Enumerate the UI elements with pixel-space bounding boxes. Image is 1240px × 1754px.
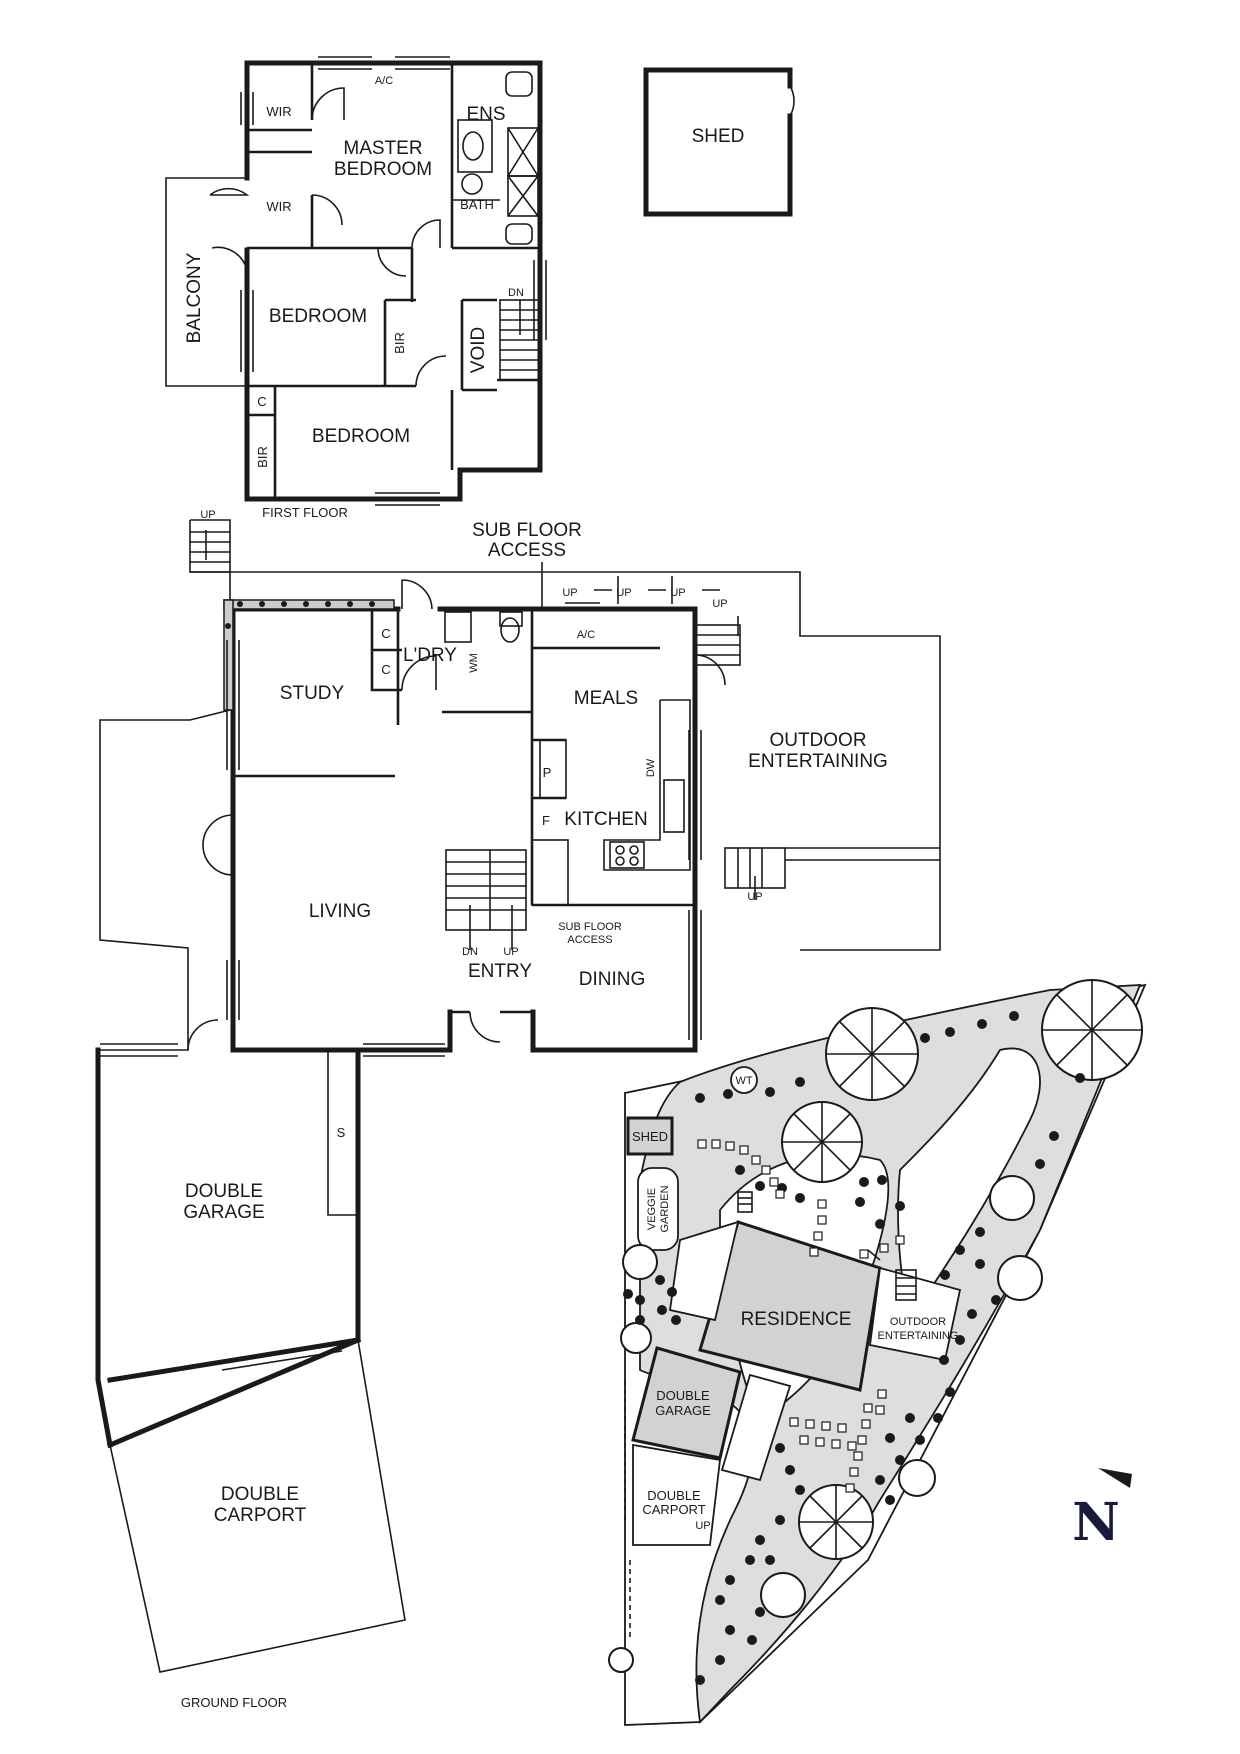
sub-floor-access-small-label-2: ACCESS [567,934,612,946]
kitchen-label: KITCHEN [564,809,647,830]
wir-label-1: WIR [266,104,291,119]
master-bedroom-label-1: MASTER [343,138,422,159]
north-pointer-icon [1098,1468,1132,1488]
site-outdoor-entertaining-label-1: OUTDOOR [890,1316,946,1328]
site-double-garage-label-2: GARAGE [655,1403,711,1418]
bir-label-2: BIR [255,446,270,468]
pantry-label: P [543,765,552,780]
master-bedroom-label-2: BEDROOM [334,159,432,180]
veggie-garden-label-2: GARDEN [659,1185,671,1232]
north-label: N [1072,1492,1120,1553]
ac-label-ground: A/C [577,629,595,641]
double-garage-label-1: DOUBLE [185,1181,263,1202]
dining-label: DINING [579,969,646,990]
meals-label: MEALS [574,688,638,709]
residence-label: RESIDENCE [741,1309,852,1330]
sub-floor-access-label-2: ACCESS [488,540,566,561]
dn-label-stair: DN [462,946,478,958]
shed-label-top: SHED [692,126,745,147]
balcony-label: BALCONY [184,252,205,343]
void-label: VOID [468,327,489,373]
bir-label-1: BIR [392,332,407,354]
up-label-stair: UP [503,946,518,958]
washing-machine-label: WM [468,653,480,673]
cupboard-label-1: C [381,626,390,641]
bedroom-label-1: BEDROOM [269,306,367,327]
bedroom-label-2: BEDROOM [312,426,410,447]
site-outdoor-entertaining-label-2: ENTERTAINING [878,1330,959,1342]
outdoor-entertaining-label-2: ENTERTAINING [748,751,888,772]
up-label-4: UP [712,598,727,610]
up-label-deck: UP [200,509,215,521]
ac-label-first: A/C [375,75,393,87]
storage-label: S [337,1125,346,1140]
shed-outbuilding: SHED [643,67,795,217]
north-arrow: N [1072,1468,1132,1553]
double-carport-label-1: DOUBLE [221,1484,299,1505]
site-up-label: UP [695,1520,710,1532]
site-double-carport-label-1: DOUBLE [647,1488,701,1503]
up-label-2: UP [616,587,631,599]
up-label-1: UP [562,587,577,599]
water-tank-label: WT [735,1075,752,1087]
entry-label: ENTRY [468,961,532,982]
dishwasher-label: DW [645,758,657,777]
wir-label-2: WIR [266,199,291,214]
up-label-outdoor: UP [747,891,762,903]
first-floor-plan: A/C WIR WIR MASTER BEDROOM ENS BATH BALC… [165,56,547,520]
living-label: LIVING [309,901,371,922]
study-label: STUDY [280,683,345,704]
outdoor-entertaining-label-1: OUTDOOR [769,730,866,751]
ensuite-label: ENS [466,104,505,125]
dn-label-first: DN [508,287,524,299]
ground-floor-caption: GROUND FLOOR [181,1695,287,1710]
fridge-label: F [542,813,550,828]
up-label-3: UP [670,587,685,599]
site-double-carport-label-2: CARPORT [642,1502,705,1517]
first-floor-caption: FIRST FLOOR [262,505,348,520]
ground-floor-plan: UP [95,509,941,1710]
site-plan: WT SHED VEGGIE GARDEN RESIDENCE OUTDOOR … [608,979,1147,1726]
double-garage-label-2: GARAGE [183,1202,264,1223]
site-double-garage-label-1: DOUBLE [656,1388,710,1403]
cupboard-label: C [257,394,266,409]
laundry-label: L'DRY [403,645,457,666]
double-carport-label-2: CARPORT [214,1505,307,1526]
sub-floor-access-small-label-1: SUB FLOOR [558,921,622,933]
veggie-garden-label-1: VEGGIE [646,1188,658,1230]
sub-floor-access-label-1: SUB FLOOR [472,520,582,541]
bath-label: BATH [460,197,494,212]
cupboard-label-2: C [381,662,390,677]
site-shed-label: SHED [632,1129,668,1144]
